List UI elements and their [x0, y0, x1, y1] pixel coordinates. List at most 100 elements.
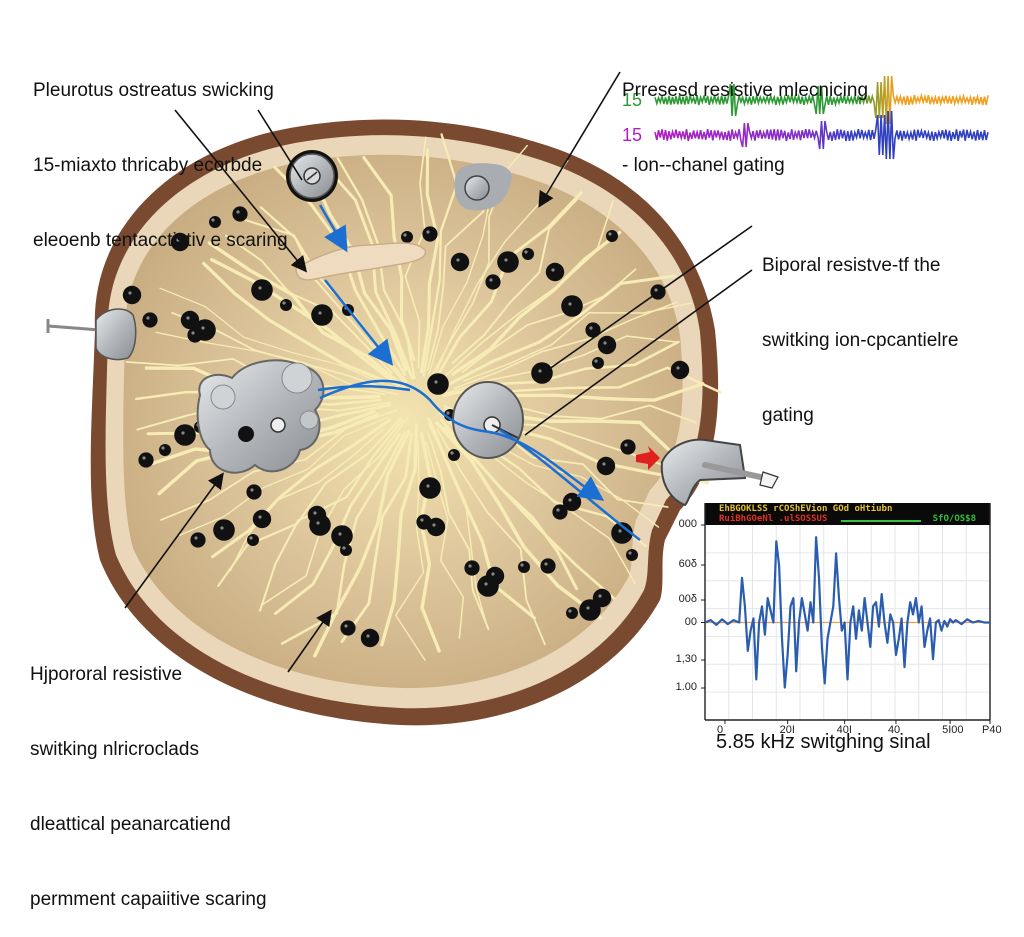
nodule-highlight: [628, 551, 632, 555]
nodule: [531, 362, 553, 384]
nodule-highlight: [420, 518, 424, 522]
nodule-highlight: [161, 446, 165, 450]
nodule-highlight: [446, 411, 450, 415]
nodule: [252, 509, 272, 529]
nodule-highlight: [194, 536, 198, 540]
nodule-highlight: [211, 218, 215, 222]
nodule: [142, 312, 158, 328]
nodule-highlight: [181, 431, 185, 435]
nodule: [311, 304, 333, 326]
top-right-electrode: [454, 163, 512, 211]
nodule: [251, 279, 273, 301]
nodule-highlight: [551, 268, 555, 272]
nodule-highlight: [608, 232, 612, 236]
nodule-highlight: [568, 302, 572, 306]
nodule-highlight: [403, 233, 407, 237]
chart-x-tick-label: 5I00: [942, 724, 964, 736]
nodule: [426, 517, 446, 537]
current-flow-arrows: [317, 204, 641, 541]
nodule-highlight: [176, 238, 180, 242]
annotation-line: switking nlricroclads: [30, 739, 199, 760]
chart-x-tick-label: 40I: [836, 724, 852, 736]
annotation-line: gating: [762, 405, 814, 426]
trace-2-label: 15: [622, 125, 643, 145]
annotation-line: switking ion-cpcantielre: [762, 330, 959, 351]
nodule-highlight: [426, 230, 430, 234]
nodule-highlight: [602, 462, 606, 466]
chart-header-line-2: RuiBhGOeNl .ulSOSSUS: [719, 514, 828, 524]
nodule-highlight: [220, 526, 224, 530]
trace-1-label: 15: [622, 90, 643, 110]
nodule: [597, 335, 617, 355]
nodule: [464, 560, 480, 576]
nodule-highlight: [250, 488, 254, 492]
nodule-highlight: [594, 359, 598, 363]
nodule-highlight: [186, 316, 190, 320]
annotation-line: Biporal resistve-tf the: [762, 255, 941, 276]
nodule-highlight: [586, 606, 590, 610]
nodule: [545, 262, 565, 282]
nodule: [180, 310, 200, 330]
nodule-highlight: [191, 331, 195, 335]
annotation-top-left: Pleurotus ostreatus swicking 15-miaxto t…: [33, 28, 288, 278]
hyphae-strand: [394, 439, 426, 661]
nodule-highlight: [434, 380, 438, 384]
nodule: [213, 519, 235, 541]
mushroom-cross-section-illustration: [46, 71, 779, 726]
annotation-pointers: [124, 71, 753, 673]
annotation-line: 15-miaxto thricaby ecorbde: [33, 155, 263, 176]
nodule-highlight: [249, 536, 253, 540]
chart-x-tick-label: 40: [887, 724, 901, 736]
nodule-highlight: [316, 521, 320, 525]
nodule: [450, 252, 470, 272]
nodules: [122, 206, 690, 648]
nodule: [246, 484, 262, 500]
nodule: [422, 226, 438, 242]
nodule-highlight: [282, 301, 286, 305]
annotation-line: permment capaiitive scaring: [30, 889, 267, 910]
nodule-highlight: [201, 326, 205, 330]
hyphae-strand: [340, 432, 413, 643]
nodule: [331, 525, 353, 547]
nodule: [360, 628, 380, 648]
nodule-highlight: [544, 562, 548, 566]
nodule-highlight: [520, 563, 524, 567]
nodule-highlight: [676, 366, 680, 370]
hyphae-strand: [225, 234, 393, 375]
hyphae-strand: [419, 431, 441, 653]
nodule-highlight: [504, 258, 508, 262]
nodule: [232, 206, 248, 222]
nodule: [174, 424, 196, 446]
hyphae-strand: [445, 200, 614, 376]
nodule: [477, 575, 499, 597]
nodule-highlight: [318, 311, 322, 315]
nodule: [138, 452, 154, 468]
nodule-highlight: [568, 609, 572, 613]
nodule: [497, 251, 519, 273]
nodule-highlight: [456, 258, 460, 262]
hyphae-strand: [313, 429, 411, 658]
nodule: [561, 295, 583, 317]
chart-y-tick-label: 00δ: [678, 593, 697, 605]
nodule-highlight: [342, 546, 346, 550]
chart-series-line: [704, 536, 990, 689]
nodule-highlight: [538, 369, 542, 373]
nodule-highlight: [128, 291, 132, 295]
hyphae-strand: [422, 133, 459, 377]
hyphae-strand: [210, 418, 392, 559]
hyphae-strand: [446, 274, 677, 387]
hyphae-strand: [380, 423, 418, 647]
chart-x-tick-label: 20I: [779, 724, 795, 736]
chart-plot: [701, 503, 991, 724]
annotation-top-right: Prresesd resistive mlecnicing - lon--cha…: [622, 28, 868, 203]
chart-header: EhBGOKLSS rCOShEVion GOd oHtiubn RuiBhGO…: [705, 503, 990, 525]
annotation-line: Pleurotus ostreatus swicking: [33, 80, 274, 101]
chart-y-tick-label: 60δ: [678, 558, 697, 570]
nodule: [194, 319, 216, 341]
nodule-highlight: [468, 564, 472, 568]
nodule: [611, 522, 633, 544]
hyphae-strand: [229, 428, 385, 572]
nodule-highlight: [313, 511, 317, 515]
nodule-highlight: [589, 326, 593, 330]
nodule: [540, 558, 556, 574]
